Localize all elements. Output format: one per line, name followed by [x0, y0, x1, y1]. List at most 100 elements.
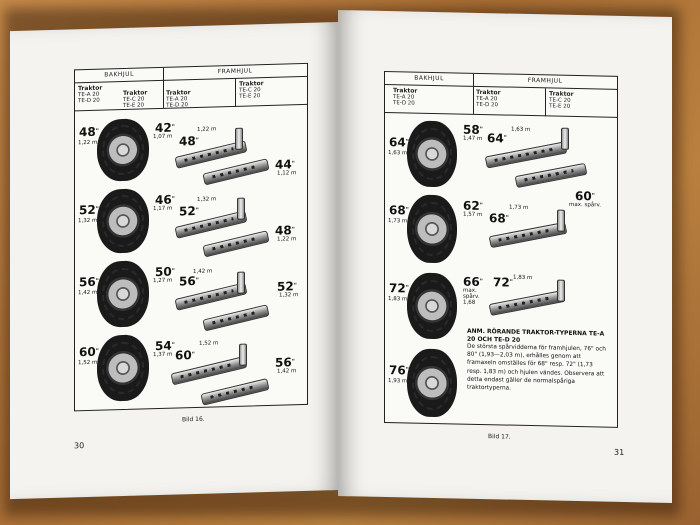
- rear-meter: 1,63 m: [388, 150, 408, 157]
- axle2-size: 48": [275, 223, 295, 238]
- rear-size: 72": [389, 281, 409, 296]
- axle2-size: 56": [275, 355, 295, 370]
- max-track-size: 60": [575, 188, 595, 204]
- wheel-image: [97, 334, 149, 402]
- right-page: BAKHJUL Traktor TE-A 20 TE-D 20 FRAMHJUL…: [338, 10, 672, 503]
- rear-size: 48": [79, 124, 99, 140]
- axle2-meter: 1,42 m: [277, 368, 297, 375]
- axle-post: [561, 127, 569, 150]
- front-axle-image: [488, 289, 566, 316]
- axle-size: 48": [179, 133, 199, 149]
- axle-meter: 1,22 m: [197, 126, 217, 133]
- front-size: 42": [155, 120, 175, 136]
- axle-post: [237, 271, 245, 294]
- axle-post: [557, 209, 565, 232]
- table-row: 64" 1,63 m 58" 1,47 m 64" 1,63 m: [385, 114, 617, 193]
- left-page: BAKHJUL Traktor TE-A 20 TE-D 20 Traktor …: [10, 22, 338, 500]
- front-wheel-label: FRAMHJUL: [217, 67, 253, 76]
- axle-meter: 1,42 m: [193, 268, 213, 276]
- axle-post: [239, 343, 247, 366]
- front-meter: 1,17 m: [153, 205, 173, 213]
- front-size: 46": [155, 192, 175, 208]
- axle-size: 72": [493, 275, 513, 290]
- front-meter: 1,57 m: [463, 211, 483, 219]
- table-row: 68" 1,73 m 62" 1,57 m 68" 1,73 m 60" max…: [385, 188, 617, 271]
- axle2-size: 44": [275, 157, 295, 172]
- front-size: 58": [463, 122, 483, 137]
- rear-meter: 1,42 m: [78, 289, 98, 297]
- axle-size: 68": [489, 211, 509, 226]
- rear-size: 56": [79, 274, 99, 290]
- rear-model-d: TE-D 20: [393, 100, 415, 107]
- axle-size: 56": [179, 273, 199, 289]
- page-number: 30: [74, 441, 85, 451]
- rear-model-e: TE-E 20: [123, 102, 145, 110]
- table-row: 76" 1,93 m ANM. RÖRANDE TRAKTOR-TYPERNA …: [385, 328, 617, 425]
- axle-meter: 1,52 m: [199, 340, 219, 347]
- wheel-image: [407, 348, 457, 418]
- table-row: 48" 1,22 m 42" 1,07 m 48" 1,22 m 44" 1,1…: [75, 106, 307, 186]
- wheel-image: [97, 118, 149, 182]
- axle-size: 64": [487, 131, 507, 146]
- front-model-e: TE-E 20: [239, 93, 261, 100]
- axle-post: [235, 127, 243, 150]
- front-axle-image-2: [514, 162, 588, 189]
- axle-post: [557, 279, 565, 302]
- front-axle-image-2: [200, 378, 270, 406]
- right-table-header: BAKHJUL Traktor TE-A 20 TE-D 20 FRAMHJUL…: [385, 71, 617, 118]
- front-wheel-label: FRAMHJUL: [527, 76, 563, 85]
- table-row: 56" 1,42 m 50" 1,27 m 56" 1,42 m 52" 1,3…: [75, 250, 307, 332]
- rear-size: 52": [79, 202, 99, 218]
- front-size: 66": [463, 274, 483, 289]
- axle2-size: 52": [277, 279, 297, 294]
- rear-meter: 1,93 m: [388, 378, 408, 385]
- rear-meter: 1,52 m: [78, 359, 98, 367]
- axle-meter: 1,73 m: [509, 204, 529, 211]
- rear-wheel-label: BAKHJUL: [414, 74, 444, 83]
- front-meter: 1,27 m: [153, 277, 173, 285]
- table-row: 52" 1,32 m 46" 1,17 m 52" 1,32 m 48" 1,2…: [75, 178, 307, 258]
- front-meter: 1,47 m: [463, 135, 483, 143]
- figure-caption: Bild 17.: [488, 433, 511, 441]
- figure-caption: Bild 16.: [182, 415, 205, 424]
- axle-size: 60": [175, 348, 195, 363]
- note-block: ANM. RÖRANDE TRAKTOR-TYPERNA TE-A 20 OCH…: [467, 328, 607, 395]
- front-model-d: TE-D 20: [476, 101, 498, 109]
- axle-size: 52": [179, 203, 199, 219]
- wheel-image: [97, 260, 149, 328]
- axle2-meter: 1,22 m: [277, 236, 297, 243]
- rear-meter: 1,73 m: [388, 218, 408, 225]
- axle-meter: 1,32 m: [197, 196, 217, 203]
- front-size: 62": [463, 198, 483, 213]
- axle2-meter: 1,12 m: [277, 170, 297, 177]
- front-meter: 1,07 m: [153, 133, 173, 141]
- rear-size: 68": [389, 203, 409, 218]
- wheel-image: [407, 272, 457, 340]
- axle2-meter: 1,32 m: [279, 292, 299, 299]
- front-size: 50": [155, 264, 175, 280]
- rear-size: 76": [389, 363, 409, 378]
- wheel-image: [97, 188, 149, 254]
- note-body: De största spårvidderna för framhjulen, …: [467, 343, 606, 392]
- rear-meter: 1,83 m: [388, 296, 408, 303]
- wheel-image: [407, 120, 457, 188]
- rear-wheel-label: BAKHJUL: [104, 70, 134, 79]
- front-axle-image: [488, 221, 568, 249]
- page-number: 31: [614, 447, 625, 457]
- left-table-frame: BAKHJUL Traktor TE-A 20 TE-D 20 Traktor …: [74, 62, 308, 412]
- rear-meter: 1,22 m: [78, 139, 98, 147]
- right-table-frame: BAKHJUL Traktor TE-A 20 TE-D 20 FRAMHJUL…: [384, 70, 618, 428]
- front-model-e: TE-E 20: [549, 103, 571, 110]
- rear-size: 60": [79, 344, 99, 360]
- front-axle-image: [484, 141, 568, 169]
- rear-model-d: TE-D 20: [78, 97, 100, 105]
- axle-post: [237, 197, 245, 220]
- axle-meter: 1,63 m: [511, 126, 531, 134]
- left-table-header: BAKHJUL Traktor TE-A 20 TE-D 20 Traktor …: [75, 63, 307, 112]
- front-model-d: TE-D 20: [166, 102, 188, 109]
- front-meter: max. spårv. 1,68: [463, 287, 480, 306]
- rear-meter: 1,32 m: [78, 217, 98, 225]
- rear-size: 64": [389, 135, 409, 150]
- axle-meter: 1,83 m: [513, 274, 533, 282]
- front-size: 54": [155, 338, 175, 354]
